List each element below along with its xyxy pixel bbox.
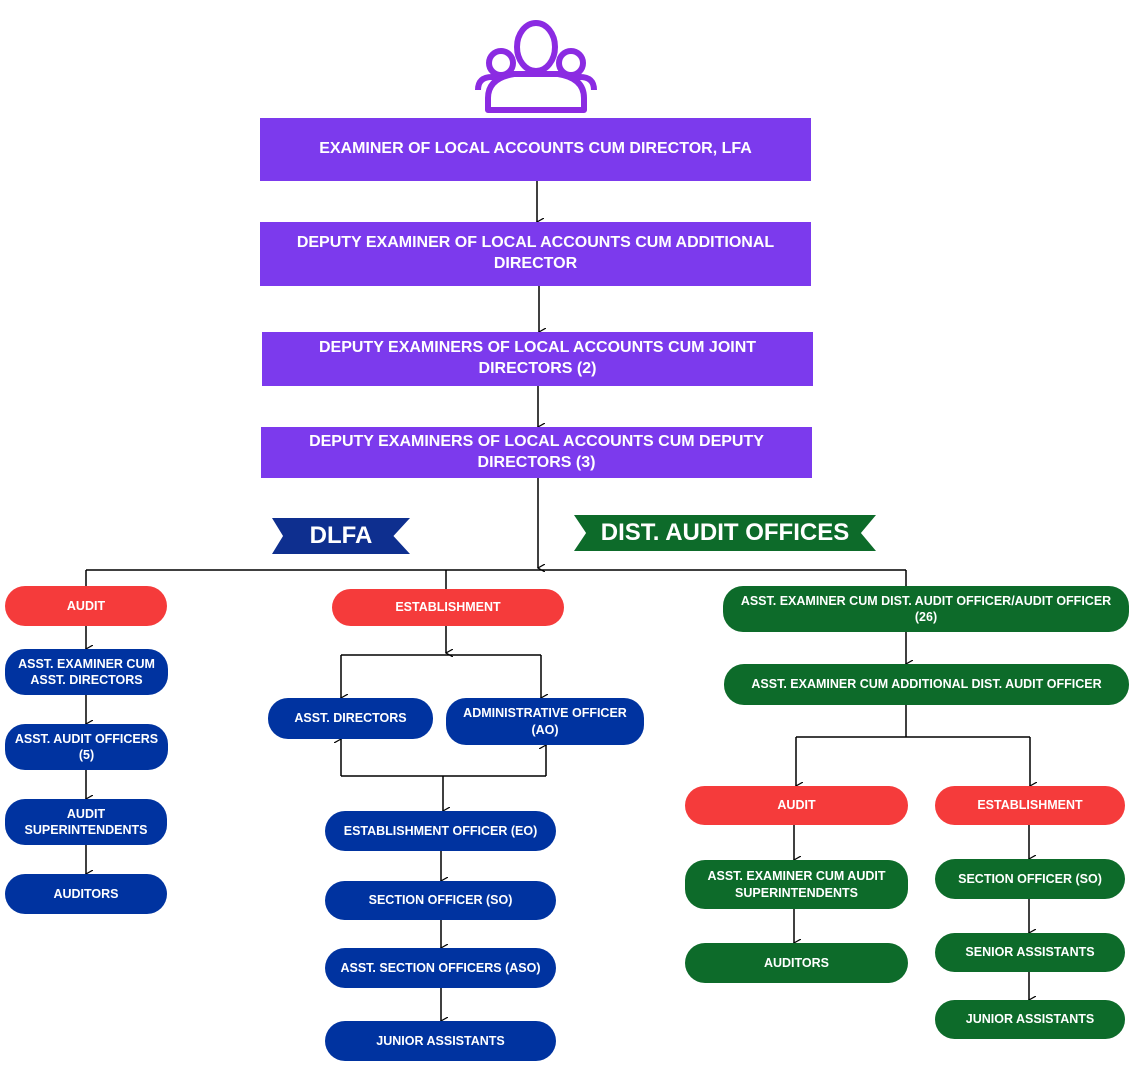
dlfa-establishment-item: ESTABLISHMENT OFFICER (EO) <box>325 811 556 851</box>
dlfa-establishment-item: JUNIOR ASSISTANTS <box>325 1021 556 1061</box>
dist-audit-officer-box: ASST. EXAMINER CUM DIST. AUDIT OFFICER/A… <box>723 586 1129 632</box>
asst-directors-box: ASST. DIRECTORS <box>268 698 433 739</box>
dist-establishment-item: SENIOR ASSISTANTS <box>935 933 1125 972</box>
dist-audit-head: AUDIT <box>685 786 908 825</box>
dlfa-establishment-item: SECTION OFFICER (SO) <box>325 881 556 920</box>
dlfa-audit-item: AUDIT SUPERINTENDENTS <box>5 799 167 845</box>
dist-audit-offices-banner: DIST. AUDIT OFFICES <box>574 515 876 551</box>
dlfa-audit-item: ASST. AUDIT OFFICERS (5) <box>5 724 168 770</box>
dist-audit-item: ASST. EXAMINER CUM AUDIT SUPERINTENDENTS <box>685 860 908 909</box>
dlfa-banner: DLFA <box>272 518 410 554</box>
additional-dist-audit-officer-box: ASST. EXAMINER CUM ADDITIONAL DIST. AUDI… <box>724 664 1129 705</box>
dist-establishment-head: ESTABLISHMENT <box>935 786 1125 825</box>
dlfa-audit-item: ASST. EXAMINER CUM ASST. DIRECTORS <box>5 649 168 695</box>
examiner-director-box: EXAMINER OF LOCAL ACCOUNTS CUM DIRECTOR,… <box>260 118 811 181</box>
dlfa-audit-head: AUDIT <box>5 586 167 626</box>
dist-audit-item: AUDITORS <box>685 943 908 983</box>
deputy-examiner-additional-director-box: DEPUTY EXAMINER OF LOCAL ACCOUNTS CUM AD… <box>260 222 811 286</box>
dlfa-establishment-item: ASST. SECTION OFFICERS (ASO) <box>325 948 556 988</box>
dlfa-audit-item: AUDITORS <box>5 874 167 914</box>
dist-establishment-item: JUNIOR ASSISTANTS <box>935 1000 1125 1039</box>
deputy-examiners-deputy-directors-box: DEPUTY EXAMINERS OF LOCAL ACCOUNTS CUM D… <box>261 427 812 478</box>
dist-establishment-item: SECTION OFFICER (SO) <box>935 859 1125 899</box>
administrative-officer-box: ADMINISTRATIVE OFFICER (AO) <box>446 698 644 745</box>
deputy-examiners-joint-directors-box: DEPUTY EXAMINERS OF LOCAL ACCOUNTS CUM J… <box>262 332 813 386</box>
people-group-icon <box>475 20 597 113</box>
dlfa-establishment-head: ESTABLISHMENT <box>332 589 564 626</box>
